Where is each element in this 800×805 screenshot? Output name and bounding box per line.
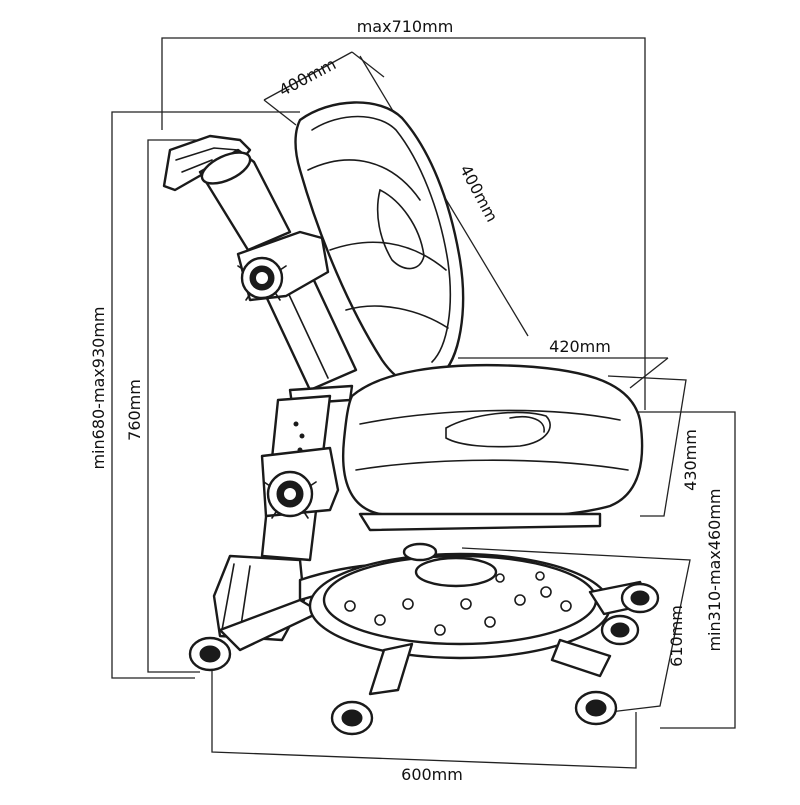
- seat-height-label: min310-max460mm: [705, 488, 724, 651]
- caster-wheel-icon: [574, 690, 618, 726]
- caster-wheel-icon: [402, 542, 438, 562]
- adjustment-knob-icon: [263, 470, 317, 519]
- caster-wheel-icon: [188, 636, 232, 672]
- base-width-dimension-line: [211, 664, 637, 769]
- caster-wheel-icon: [330, 700, 374, 736]
- total-height-dimension-line: [111, 111, 300, 679]
- seat-height-dimension-line: [590, 411, 736, 729]
- back-to-floor-dimension-line: [147, 139, 240, 673]
- seat: [342, 363, 644, 532]
- base-depth-label: 610mm: [667, 605, 686, 667]
- max-width-label: max710mm: [357, 17, 454, 36]
- seat-side-label: 430mm: [681, 429, 700, 491]
- back-height-label: 400mm: [456, 162, 502, 225]
- back-to-floor-label: 760mm: [125, 379, 144, 441]
- handle-icon: [162, 134, 252, 192]
- caster-wheel-icon: [600, 614, 640, 646]
- total-height-label: min680-max930mm: [89, 306, 108, 469]
- chair-drawing: [162, 101, 660, 736]
- adjustment-knob-icon: [237, 256, 287, 301]
- footrest-icon: [308, 552, 612, 660]
- caster-wheel-icon: [620, 582, 660, 614]
- max-width-dimension-line: [161, 37, 646, 410]
- seat-side-dimension-line: [607, 375, 687, 517]
- base-depth-dimension-line: [461, 547, 691, 713]
- base-width-label: 600mm: [401, 765, 463, 784]
- back-width-dimension-line: [263, 51, 353, 101]
- seat-depth-label: 420mm: [549, 337, 611, 356]
- back-width-label: 400mm: [276, 54, 339, 100]
